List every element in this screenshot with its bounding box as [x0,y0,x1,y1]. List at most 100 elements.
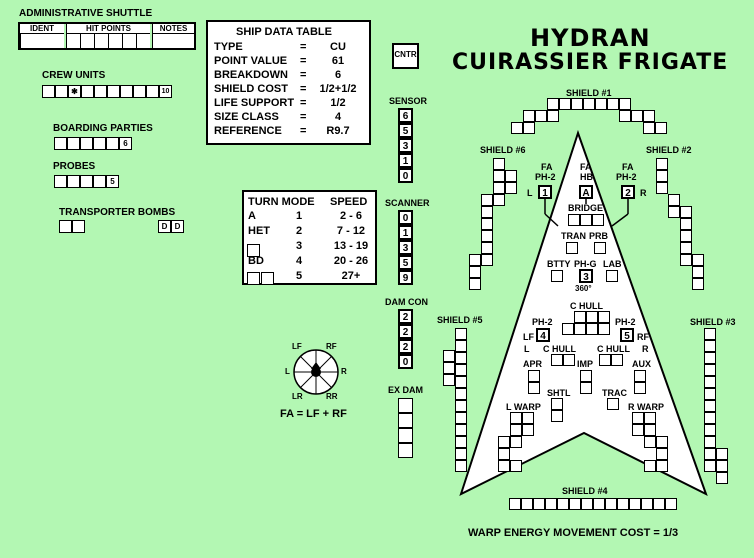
shield-box[interactable] [493,158,505,170]
right-warp-box[interactable] [644,460,656,472]
boarding-party-box[interactable] [93,137,106,150]
right-warp-box[interactable] [644,436,656,448]
shield-box[interactable] [455,448,467,460]
imp-box[interactable] [580,370,592,382]
shield-box[interactable] [569,498,581,510]
shield-box[interactable] [704,400,716,412]
shield-box[interactable] [704,388,716,400]
shield-box[interactable] [656,158,668,170]
shield-box[interactable] [704,328,716,340]
shield-box[interactable] [631,110,643,122]
scanner-box[interactable]: 1 [398,225,413,240]
center-hull-box[interactable] [574,323,586,335]
tran-box[interactable] [566,242,578,254]
shuttle-box[interactable] [551,410,563,422]
shield-box[interactable] [704,364,716,376]
shield-box[interactable] [593,498,605,510]
shield-box[interactable] [469,254,481,266]
tbomb-d-box[interactable]: D [171,220,184,233]
exdam-box[interactable] [398,413,413,428]
shield-box[interactable] [643,122,655,134]
shield-box[interactable] [469,278,481,290]
shield-box[interactable] [643,110,655,122]
bridge-box[interactable] [592,214,604,226]
left-warp-box[interactable] [522,412,534,424]
left-warp-box[interactable] [510,424,522,436]
shield-box[interactable] [583,98,595,110]
shield-box[interactable] [704,376,716,388]
shield-box[interactable] [716,472,728,484]
boarding-party-box[interactable]: 6 [119,137,132,150]
tbomb-box[interactable] [59,220,72,233]
shield-box[interactable] [481,230,493,242]
shield-box[interactable] [619,98,631,110]
crew-unit-box[interactable]: ✱ [68,85,81,98]
shield-box[interactable] [511,122,523,134]
shield-box[interactable] [533,498,545,510]
shield-box[interactable] [455,352,467,364]
crew-unit-box[interactable] [120,85,133,98]
boarding-party-box[interactable] [80,137,93,150]
weapon-4-box[interactable]: 4 [536,328,550,342]
turn-mode-check-box[interactable] [247,244,260,257]
aux-box[interactable] [634,382,646,394]
right-warp-box[interactable] [632,424,644,436]
c-hull-box[interactable] [563,354,575,366]
apr-box[interactable] [528,382,540,394]
admin-shuttle-cell[interactable] [80,34,94,48]
shield-box[interactable] [641,498,653,510]
damcon-box[interactable]: 2 [398,324,413,339]
admin-shuttle-cell[interactable] [108,34,122,48]
shield-box[interactable] [455,376,467,388]
prb-box[interactable] [594,242,606,254]
shield-box[interactable] [505,182,517,194]
sensor-box[interactable]: 1 [398,153,413,168]
damcon-box[interactable]: 2 [398,309,413,324]
btty-box[interactable] [551,270,563,282]
center-hull-box[interactable] [562,323,574,335]
shield-box[interactable] [455,340,467,352]
shield-box[interactable] [665,498,677,510]
crew-unit-box[interactable] [133,85,146,98]
crew-unit-box[interactable]: 10 [159,85,172,98]
shield-box[interactable] [716,460,728,472]
shield-box[interactable] [680,218,692,230]
shield-box[interactable] [581,498,593,510]
boarding-party-box[interactable] [67,137,80,150]
crew-unit-box[interactable] [107,85,120,98]
shield-box[interactable] [607,98,619,110]
shield-box[interactable] [595,98,607,110]
exdam-box[interactable] [398,443,413,458]
shield-box[interactable] [481,242,493,254]
probe-box[interactable] [80,175,93,188]
crew-unit-box[interactable] [94,85,107,98]
shield-box[interactable] [493,170,505,182]
imp-box[interactable] [580,382,592,394]
cntr-box[interactable]: CNTR [392,43,419,69]
left-warp-box[interactable] [510,460,522,472]
shield-box[interactable] [455,328,467,340]
probe-box[interactable] [93,175,106,188]
left-warp-box[interactable] [510,436,522,448]
shield-box[interactable] [481,254,493,266]
admin-shuttle-cell[interactable] [122,34,136,48]
shield-box[interactable] [656,182,668,194]
shield-box[interactable] [557,498,569,510]
shield-box[interactable] [455,364,467,376]
shield-box[interactable] [443,362,455,374]
right-warp-box[interactable] [632,412,644,424]
shield-box[interactable] [455,436,467,448]
crew-unit-box[interactable] [146,85,159,98]
shield-box[interactable] [493,194,505,206]
probe-box[interactable] [54,175,67,188]
aux-box[interactable] [634,370,646,382]
shield-box[interactable] [617,498,629,510]
exdam-box[interactable] [398,398,413,413]
shield-box[interactable] [605,498,617,510]
turn-mode-check-box[interactable] [247,272,260,285]
shield-box[interactable] [680,206,692,218]
tbomb-box[interactable] [72,220,85,233]
c-hull-box[interactable] [551,354,563,366]
damcon-box[interactable]: 0 [398,354,413,369]
boarding-party-box[interactable] [106,137,119,150]
